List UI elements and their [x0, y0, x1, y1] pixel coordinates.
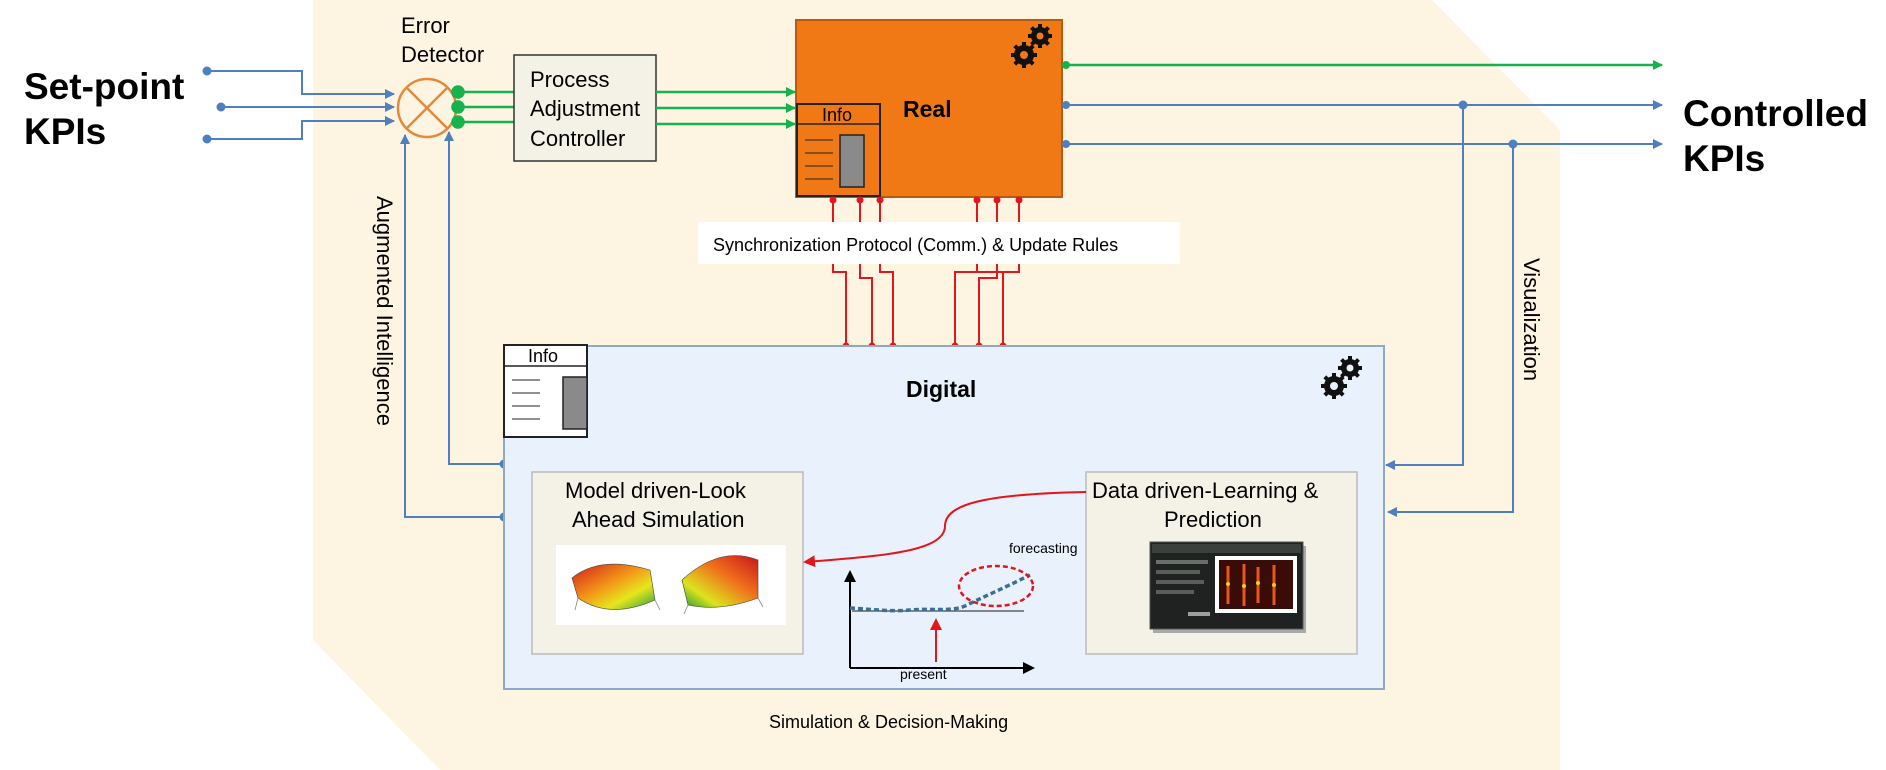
controller-label-line1: Process [530, 67, 609, 92]
controller-label-line3: Controller [530, 126, 625, 151]
model-box-line1: Model driven-Look [565, 478, 747, 503]
augmented-intelligence-label: Augmented Intelligence [372, 196, 397, 426]
real-info-panel-icon: Info [796, 103, 881, 197]
junction-to-controller-lines [451, 85, 514, 129]
controller-to-real-lines [656, 87, 796, 129]
forecast-chart: forecasting present [844, 540, 1077, 682]
model-driven-box: Model driven-Look Ahead Simulation [531, 471, 804, 655]
forecasting-label: forecasting [1009, 540, 1077, 556]
setpoint-input-lines [202, 66, 395, 144]
summing-junction-icon [396, 77, 458, 139]
simulation-decision-label: Simulation & Decision-Making [769, 712, 1008, 732]
error-detector-label-line1: Error [401, 13, 450, 38]
process-adjustment-controller: Process Adjustment Controller [513, 54, 657, 162]
model-box-line2: Ahead Simulation [572, 507, 744, 532]
data-driven-box: Data driven-Learning & Prediction [1085, 471, 1358, 655]
digital-gear-icon [1321, 356, 1362, 399]
sync-label-background [698, 222, 1180, 264]
error-detector-label-line2: Detector [401, 42, 484, 67]
dashboard-screenshot-image [1149, 541, 1306, 633]
digital-title: Digital [906, 376, 976, 402]
controlled-label-line1: Controlled [1683, 93, 1868, 134]
setpoint-label-line1: Set-point [24, 66, 184, 107]
real-title: Real [903, 96, 952, 122]
data-box-line1: Data driven-Learning & [1092, 478, 1319, 503]
present-label: present [900, 666, 947, 682]
surface-plot-image [556, 545, 786, 625]
controlled-label-line2: KPIs [1683, 138, 1765, 179]
real-output-lines [1062, 60, 1663, 149]
digital-info-panel-icon: Info [503, 344, 588, 438]
prediction-feedback-curve [803, 491, 1087, 568]
digital-info-label: Info [528, 346, 558, 366]
real-system-box: Real Info [795, 19, 1063, 198]
controller-label-line2: Adjustment [530, 96, 640, 121]
visualization-feedback-lines [1385, 100, 1518, 517]
real-gear-icon [1011, 24, 1052, 68]
real-info-label: Info [822, 105, 852, 125]
setpoint-label-line2: KPIs [24, 111, 106, 152]
data-box-line2: Prediction [1164, 507, 1262, 532]
digital-system-box: Digital Info Model driven-Look [503, 344, 1385, 690]
forecast-highlight [957, 564, 1035, 608]
visualization-label: Visualization [1519, 258, 1544, 381]
sync-label: Synchronization Protocol (Comm.) & Updat… [713, 235, 1118, 255]
